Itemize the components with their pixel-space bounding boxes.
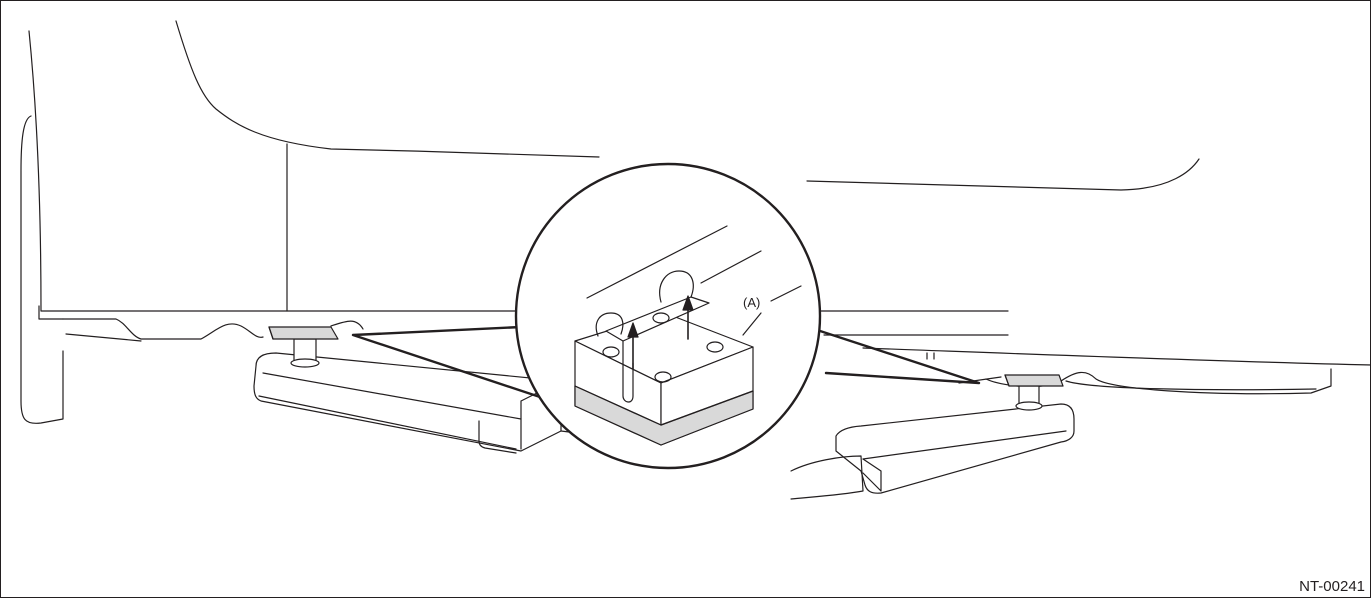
figure-id: NT-00241 [1299,578,1365,595]
side-sill-left [62,318,364,342]
lift-pad-right[interactable] [1004,374,1064,411]
lift-arm-left[interactable] [253,352,562,454]
callout-a-label: (A) [743,295,760,310]
callout-a: (A) [742,295,762,336]
vehicle-body-outline [28,20,1371,366]
wheel-arch-left [20,115,64,424]
lift-direction-arrows [627,295,694,370]
detail-leader-lines [351,325,981,401]
side-sill-right [926,352,1332,395]
lift-pad-left[interactable] [268,326,339,368]
